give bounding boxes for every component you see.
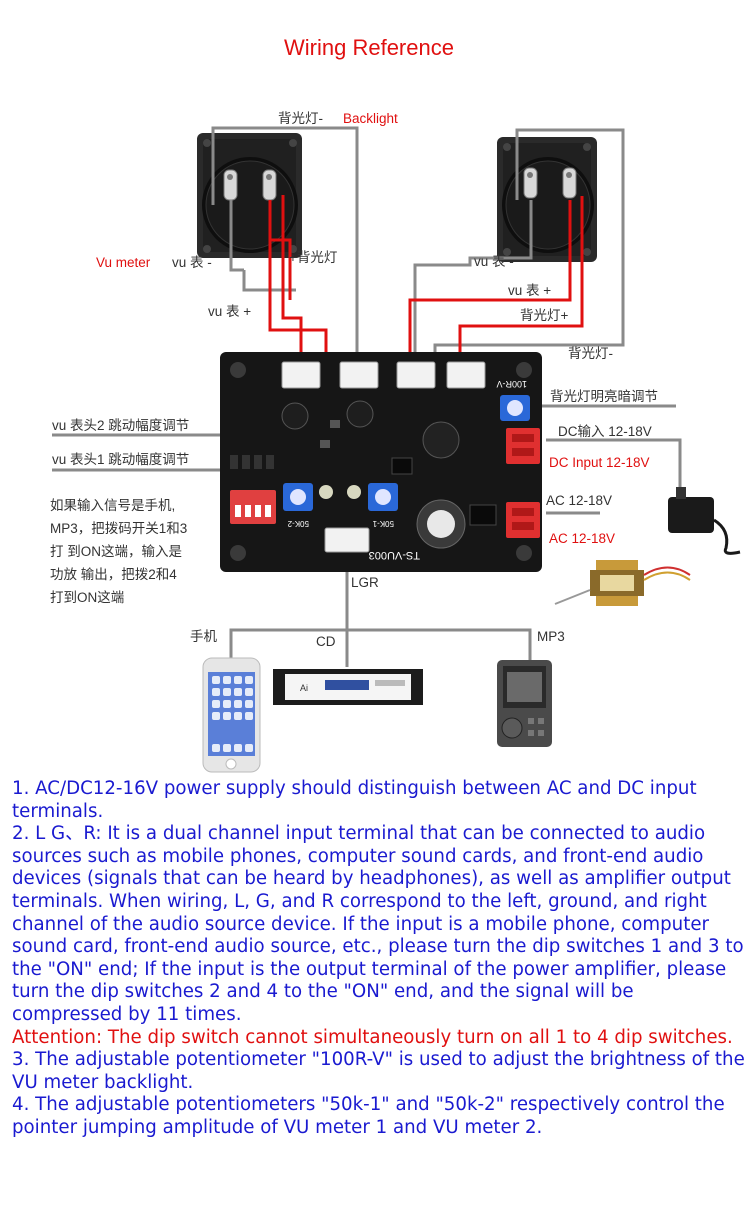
board-50k1-label: 50K-1 xyxy=(372,519,394,528)
label-phone: 手机 xyxy=(190,629,217,644)
label-dip-note-1: 如果输入信号是手机, xyxy=(50,498,175,513)
label-vu-minus-left: vu 表 - xyxy=(172,255,212,270)
label-vu-plus-right: vu 表 + xyxy=(508,283,551,298)
label-ac-cn: AC 12-18V xyxy=(546,493,612,508)
note-4: 4. The adjustable potentiometers "50k-1"… xyxy=(12,1094,725,1138)
label-backlight-brightness: 背光灯明亮暗调节 xyxy=(550,388,658,404)
cd-brand-label: Ai xyxy=(300,683,308,693)
note-3: 3. The adjustable potentiometer "100R-V"… xyxy=(12,1049,745,1093)
page-title: Wiring Reference xyxy=(284,35,454,60)
label-backlight-plus-right: 背光灯+ xyxy=(520,308,568,323)
vu-meter-left xyxy=(197,133,302,258)
cd-player-image: Ai xyxy=(273,669,423,705)
label-backlight-plus-left: +背光灯 xyxy=(289,250,337,265)
label-vu-plus-left: vu 表 + xyxy=(208,304,251,319)
label-dip-note-2: MP3，把拨码开关1和3 xyxy=(50,521,187,536)
mp3-player-image xyxy=(497,660,552,747)
note-2: 2. L G、R: It is a dual channel input ter… xyxy=(12,823,744,1025)
dc-adapter-image xyxy=(668,487,741,555)
board-model-label: TS-VU003 xyxy=(369,549,420,561)
wires-red xyxy=(268,195,584,368)
label-dip-note-5: 打到ON这端 xyxy=(50,589,124,605)
wires-gray xyxy=(52,126,682,667)
label-ac-en: AC 12-18V xyxy=(549,531,615,546)
label-dc-input-en: DC Input 12-18V xyxy=(549,455,650,470)
note-attention: Attention: The dip switch cannot simulta… xyxy=(12,1026,733,1048)
label-backlight-minus-top: 背光灯- xyxy=(278,111,323,126)
note-1: 1. AC/DC12-16V power supply should disti… xyxy=(12,778,697,822)
label-dip-note-3: 打 到ON这端，输入是 xyxy=(50,543,182,559)
board-pot-label: 100R-V xyxy=(496,379,527,389)
label-mp3: MP3 xyxy=(537,629,565,644)
transformer-image xyxy=(554,560,691,606)
instructions: 1. AC/DC12-16V power supply should disti… xyxy=(12,778,746,1140)
label-backlight-minus-right: 背光灯- xyxy=(568,346,613,361)
label-backlight-en: Backlight xyxy=(343,111,398,126)
label-dip-note-4: 功放 输出，把拨2和4 xyxy=(50,567,177,582)
board-50k2-label: 50K-2 xyxy=(287,519,309,528)
circuit-board: TS-VU003 100R-V 50K-1 50K-2 xyxy=(220,352,542,572)
label-dc-input-cn: DC输入 12-18V xyxy=(558,424,652,439)
label-cd: CD xyxy=(316,634,336,649)
label-vu-meter-en: Vu meter xyxy=(96,255,151,270)
label-vu-minus-right: vu 表 - xyxy=(474,254,514,269)
label-lgr: LGR xyxy=(351,575,379,590)
label-vu2-adjust: vu 表头2 跳动幅度调节 xyxy=(52,418,189,433)
phone-image xyxy=(202,657,261,773)
label-vu1-adjust: vu 表头1 跳动幅度调节 xyxy=(52,452,189,467)
